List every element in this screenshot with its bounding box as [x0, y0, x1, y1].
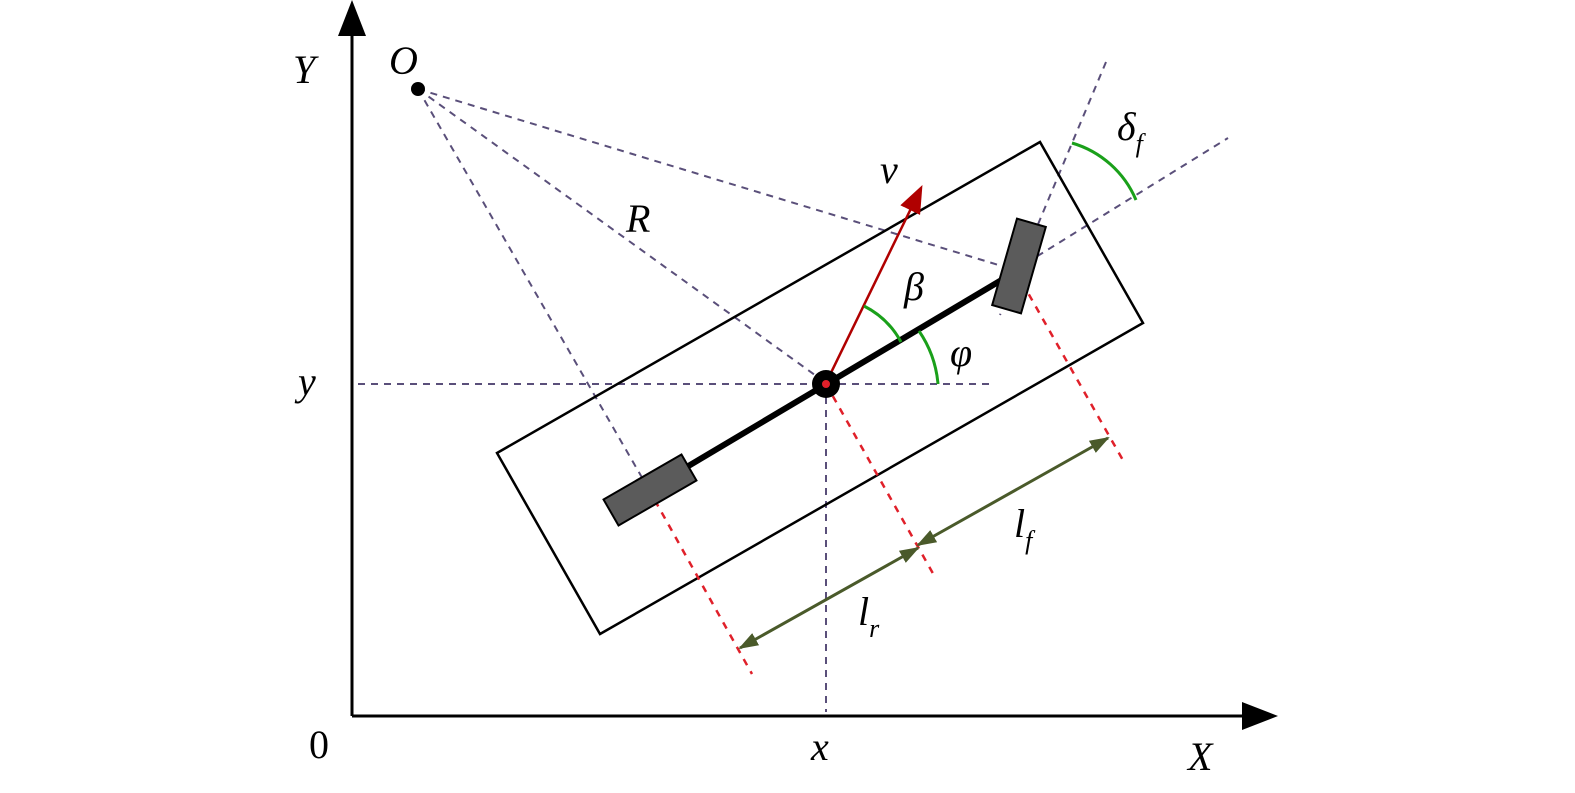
rear-wheel-ref — [646, 487, 754, 675]
x-position-label: x — [810, 724, 829, 769]
velocity-vector — [824, 184, 923, 384]
lr-label: lr — [858, 589, 880, 643]
steer-angle-arc — [1071, 141, 1138, 201]
y-axis-arrowhead — [338, 0, 366, 36]
guide-lines — [358, 61, 1229, 712]
radius-label: R — [625, 196, 650, 241]
steer-angle-label: δf — [1117, 104, 1147, 158]
axes — [338, 0, 1278, 730]
dimension-arrows — [738, 436, 1110, 650]
center-of-gravity — [812, 370, 840, 398]
y-position-label: y — [294, 359, 316, 404]
front-wheel-steer-axis — [999, 61, 1107, 316]
slip-angle-label: β — [903, 264, 924, 309]
radius-to-rear-wheel — [417, 88, 649, 489]
rear-wheel — [602, 453, 698, 527]
lf-label: lf — [1014, 501, 1036, 555]
velocity-label: v — [880, 147, 898, 192]
lf-dimension — [916, 436, 1110, 547]
cg-ref — [824, 383, 937, 578]
heading-angle-label: φ — [950, 330, 972, 375]
turn-center-point — [411, 82, 425, 96]
angle-arcs — [863, 141, 1138, 385]
y-axis-label: Y — [293, 47, 319, 92]
turn-center-label: O — [389, 38, 418, 83]
vehicle-body — [495, 140, 1145, 636]
heading-angle-arc — [917, 330, 940, 385]
radius-to-front-wheel — [417, 88, 1016, 271]
wheel-reference-lines — [646, 269, 1126, 675]
lr-dimension — [738, 546, 920, 650]
front-wheel-heading-extension — [1014, 137, 1229, 271]
origin-label: 0 — [309, 722, 329, 767]
x-axis-arrowhead — [1242, 702, 1278, 730]
labels: Y X 0 x y O R v β φ δf lf lr — [293, 38, 1214, 779]
slip-angle-arc — [863, 304, 903, 343]
front-wheel — [990, 217, 1048, 315]
x-axis-label: X — [1186, 734, 1214, 779]
front-wheel-ref — [1013, 269, 1126, 463]
radius-to-cg — [417, 88, 827, 384]
